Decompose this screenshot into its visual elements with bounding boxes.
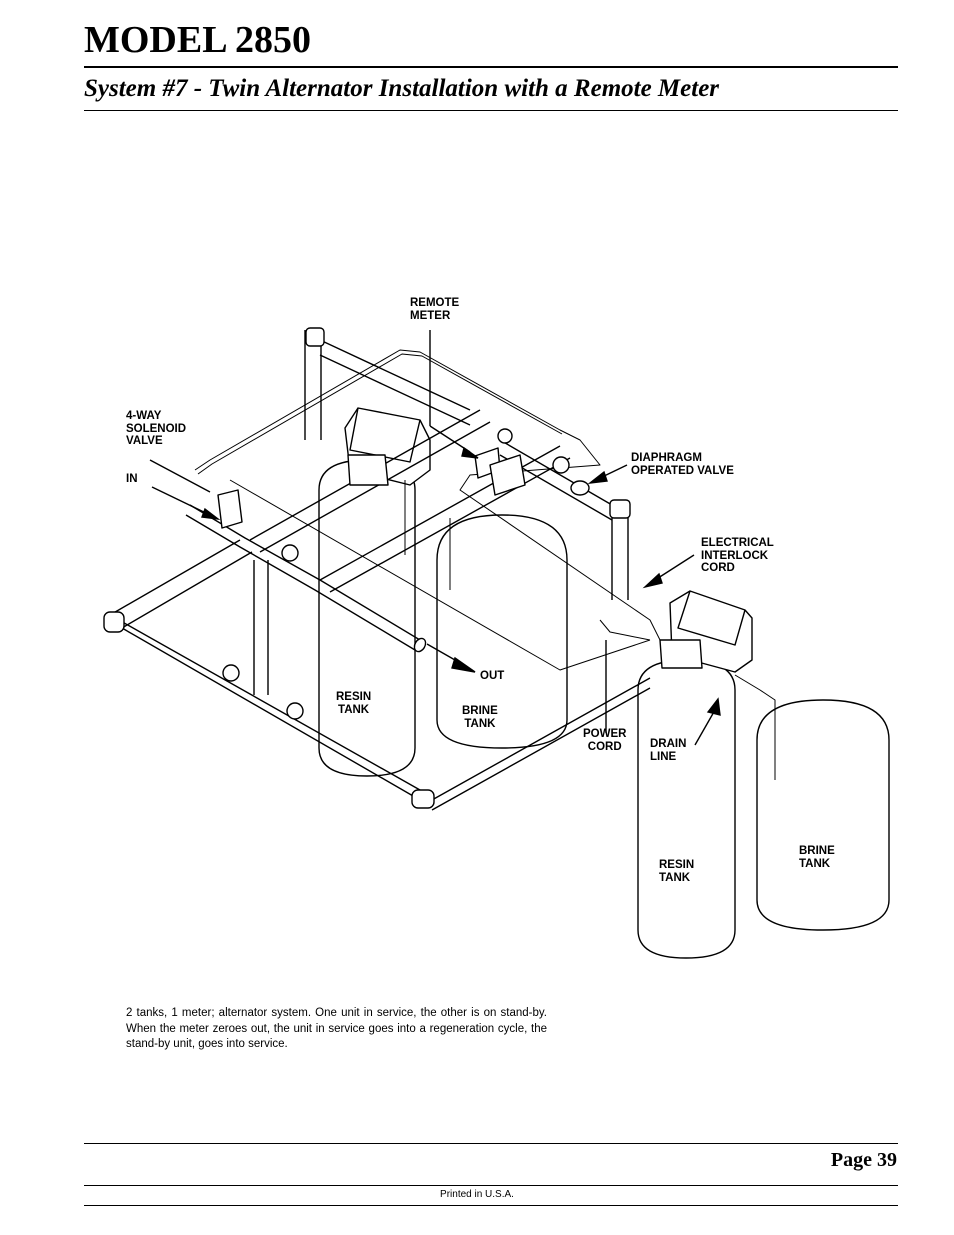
left-resin-tank [318, 459, 416, 777]
valve-handle-4 [552, 456, 570, 474]
valve-handle-3 [286, 702, 304, 720]
page-number: Page 39 [830, 1149, 897, 1171]
meter-unit [489, 454, 526, 496]
label-brine-tank-right: BRINE TANK [799, 845, 835, 870]
label-brine-tank-left: BRINE TANK [462, 705, 498, 730]
power-cord-line [599, 619, 651, 641]
interlock-cord [194, 349, 661, 641]
label-interlock-cord: ELECTRICAL INTERLOCK CORD [701, 537, 774, 574]
valve-handle-2 [222, 664, 240, 682]
label-remote-meter: REMOTE METER [410, 297, 460, 322]
right-resin-tank [637, 659, 736, 959]
valve-handle-5 [497, 428, 513, 444]
label-power-cord: POWER CORD [583, 728, 627, 753]
footer-rule-bottom [84, 1205, 898, 1206]
caption-text: 2 tanks, 1 meter; alternator system. One… [126, 1007, 547, 1050]
inlet-pipe [185, 504, 421, 651]
footer-rule-top [84, 1143, 898, 1144]
label-diaphragm-valve: DIAPHRAGM OPERATED VALVE [631, 452, 734, 477]
header-rule-top [84, 66, 898, 68]
label-drain-line: DRAIN LINE [650, 738, 687, 763]
upper-pipe [319, 339, 471, 426]
label-resin-tank-right: RESIN TANK [659, 859, 695, 884]
diaphragm-valve-body [570, 480, 590, 496]
model-title: MODEL 2850 [84, 19, 311, 61]
right-brine-tank [756, 699, 890, 931]
printed-note: Printed in U.S.A. [440, 1189, 514, 1200]
label-out: OUT [480, 670, 505, 682]
system-title: System #7 - Twin Alternator Installation… [84, 75, 720, 102]
label-solenoid-valve: 4-WAY SOLENOID VALVE [126, 410, 187, 447]
label-in: IN [126, 473, 138, 485]
solenoid-valve-body [217, 489, 243, 529]
riser-right [611, 505, 629, 600]
left-brine-tank [436, 514, 568, 749]
footer-rule-mid [84, 1185, 898, 1186]
header-rule-bottom [84, 110, 898, 111]
valve-handle-1 [281, 544, 299, 562]
label-resin-tank-left: RESIN TANK [336, 691, 372, 716]
